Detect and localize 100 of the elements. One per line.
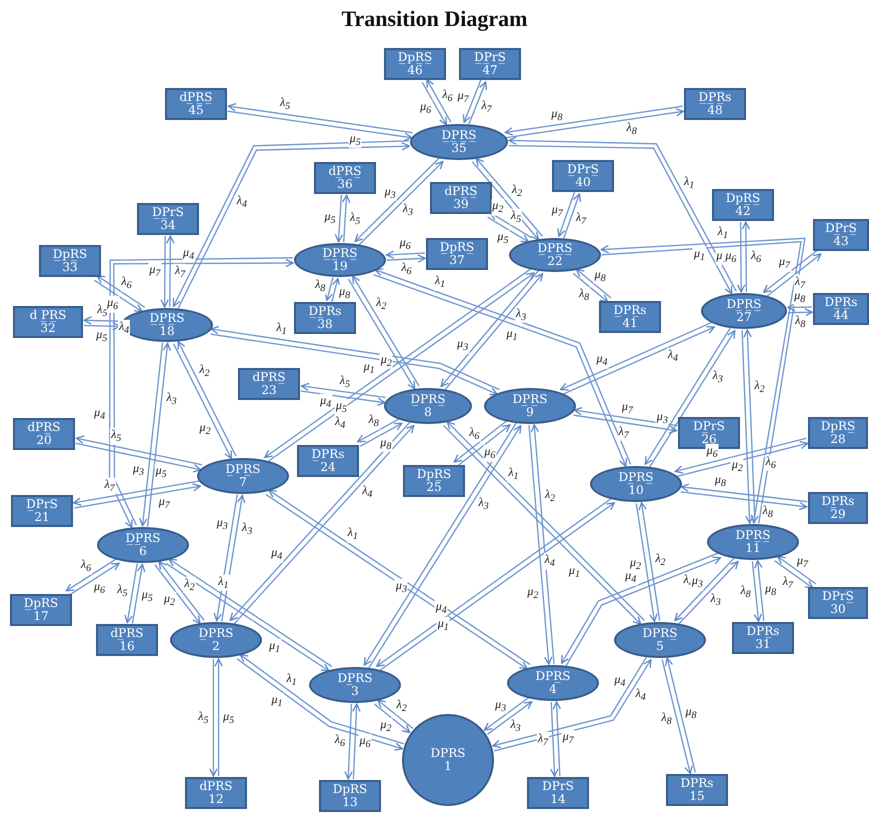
state-name: dPR̲S̲ — [444, 185, 478, 198]
state-box — [430, 182, 492, 214]
rate-label: λ$_{6}$ — [764, 454, 777, 472]
state-number: 34 — [160, 219, 176, 232]
state-number: 32 — [40, 322, 56, 335]
state-number: 5 — [656, 640, 664, 653]
rate-label: μ$_{1}$ — [436, 616, 450, 634]
state-name: D̲PRS̲ — [410, 393, 446, 406]
state-box — [808, 417, 868, 449]
state-name: D̲pRS — [24, 597, 58, 610]
state-number: 9 — [526, 406, 534, 419]
rate-label: λ$_{6}$ — [80, 558, 92, 575]
rate-label: λ$_{8}$ — [314, 278, 326, 294]
transition-arrow — [324, 277, 334, 301]
diagram-title: Transition Diagram — [340, 6, 528, 32]
rate-label: λ$_{5}$ — [349, 211, 362, 228]
state-box — [813, 293, 869, 325]
state-name: D̲PR̲s — [614, 304, 646, 317]
transition-arrow — [468, 81, 487, 124]
state-name: dPRS̲ — [252, 371, 286, 384]
transition-arrow — [210, 326, 500, 390]
transition-arrow — [342, 194, 350, 242]
state-number: 25 — [426, 481, 442, 494]
transition-arrow — [574, 414, 678, 434]
state-number: 31 — [755, 638, 771, 651]
rate-label: λ$_{4}$ — [334, 414, 346, 431]
transition-arrow — [680, 483, 808, 502]
state-ellipse — [701, 293, 787, 329]
state-box — [13, 418, 75, 450]
rate-label: λ$_{5}$ — [278, 96, 292, 112]
state-name: DpRS̲ — [820, 420, 856, 433]
state-number: 44 — [833, 309, 849, 322]
transition-arrow — [776, 556, 816, 584]
state-box — [297, 445, 359, 477]
state-number: 22 — [547, 255, 563, 268]
state-number: 37 — [449, 254, 465, 267]
state-ellipse — [170, 622, 262, 658]
state-box — [666, 774, 728, 806]
state-box — [684, 88, 746, 120]
transition-arrow — [228, 102, 413, 134]
state-name: DP̲RS — [338, 672, 372, 685]
state-number: 48 — [707, 104, 723, 117]
state-number: 18 — [159, 325, 175, 338]
state-box — [319, 780, 381, 812]
transition-arrow — [331, 278, 340, 302]
state-name: D̲P̲R̲s — [698, 91, 732, 104]
state-name: DP̲RS̲ — [618, 471, 654, 484]
state-ellipse — [707, 524, 799, 560]
rate-label: λ$_{4}$ — [118, 320, 130, 337]
state-box — [314, 162, 376, 194]
transition-arrow — [166, 235, 175, 307]
rate-label: λ$_{8}$ — [626, 120, 638, 138]
state-box — [384, 48, 446, 80]
rate-label: λ$_{7}$ — [103, 478, 116, 495]
state-name: d P̲R̲S — [30, 309, 66, 322]
transition-arrow — [344, 704, 353, 780]
rate-label: λ$_{5}$ — [110, 428, 122, 445]
state-number: 1 — [444, 760, 452, 773]
state-number: 15 — [689, 790, 705, 803]
transition-arrow — [487, 701, 532, 735]
transition-arrow — [160, 236, 169, 308]
state-number: 8 — [424, 406, 432, 419]
state-number: 40 — [575, 176, 591, 189]
rate-label: λ$_{5}$ — [338, 374, 351, 390]
transition-arrow — [788, 308, 813, 317]
state-number: 10 — [628, 484, 644, 497]
state-ellipse — [410, 124, 508, 160]
rate-label: λ$_{8}$ — [660, 710, 673, 728]
state-number: 2 — [212, 640, 220, 653]
transition-arrow — [221, 494, 246, 622]
state-name: DPRS̲ — [642, 627, 678, 640]
state-name: D̲P̲Rs — [308, 305, 342, 318]
rate-label: μ$_{6}$ — [706, 444, 719, 460]
state-box — [712, 189, 774, 221]
rate-label: λ$_{1}$ — [285, 672, 298, 688]
state-box — [732, 622, 794, 654]
transition-arrow — [66, 558, 117, 592]
transition-arrow — [742, 221, 750, 292]
rate-label: λ$_{3}$ — [165, 391, 178, 408]
transition-arrow — [214, 494, 238, 622]
transition-arrow — [574, 406, 678, 426]
state-name: DP̲R̲S̲ — [726, 298, 762, 311]
rate-label: λ$_{3}$ — [241, 520, 254, 537]
transition-arrow — [300, 382, 386, 398]
state-name: DP̲Rs — [822, 495, 854, 508]
state-name: D̲PR̲S̲ — [538, 242, 572, 255]
transition-arrow — [557, 192, 576, 237]
rate-label: λ$_{7}$ — [536, 731, 550, 748]
rate-label: μ$_{5}$ — [334, 398, 348, 415]
state-box — [808, 492, 868, 524]
state-name: dP̲RS̲ — [328, 165, 362, 178]
transition-arrow — [572, 272, 608, 303]
transition-arrow — [552, 701, 562, 776]
rate-label: μ$_{8}$ — [793, 289, 806, 306]
rate-label: μ$_{2}$ — [730, 457, 744, 474]
rate-label: μ$_{5}$ — [154, 463, 168, 480]
transition-arrow — [754, 560, 764, 621]
state-name: DPR̲S̲ — [736, 529, 770, 542]
state-box — [403, 465, 465, 497]
state-name: D̲P̲R̲S — [150, 312, 184, 325]
